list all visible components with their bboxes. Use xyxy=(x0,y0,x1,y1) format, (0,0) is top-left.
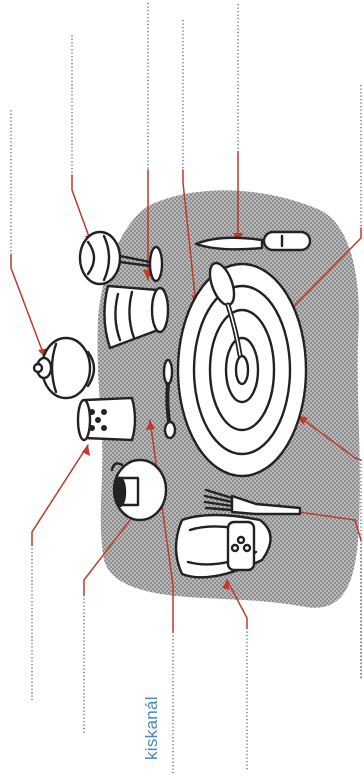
leader-wine-glass xyxy=(71,174,93,246)
leader-sugar-bowl xyxy=(10,254,46,359)
leader-salt xyxy=(31,444,89,546)
napkin-icon xyxy=(174,513,272,579)
dinner-plate-icon xyxy=(176,262,308,478)
cup-icon xyxy=(110,458,168,522)
sugar-bowl-icon xyxy=(32,336,96,400)
leader-lines xyxy=(10,151,362,633)
knife-icon xyxy=(194,230,312,252)
leader-plate xyxy=(182,169,197,306)
leader-napkin xyxy=(226,579,248,629)
label-teaspoon: kiskanál xyxy=(142,696,161,760)
fork-icon xyxy=(203,488,302,516)
leader-charger xyxy=(296,414,362,461)
teaspoon-icon xyxy=(162,358,177,440)
answer-lines xyxy=(10,3,362,773)
water-glass-icon xyxy=(103,284,170,350)
leader-cup xyxy=(83,501,145,596)
salt-shaker-icon xyxy=(76,396,137,442)
wine-glass-icon xyxy=(78,230,164,286)
soup-spoon-icon xyxy=(208,261,243,358)
